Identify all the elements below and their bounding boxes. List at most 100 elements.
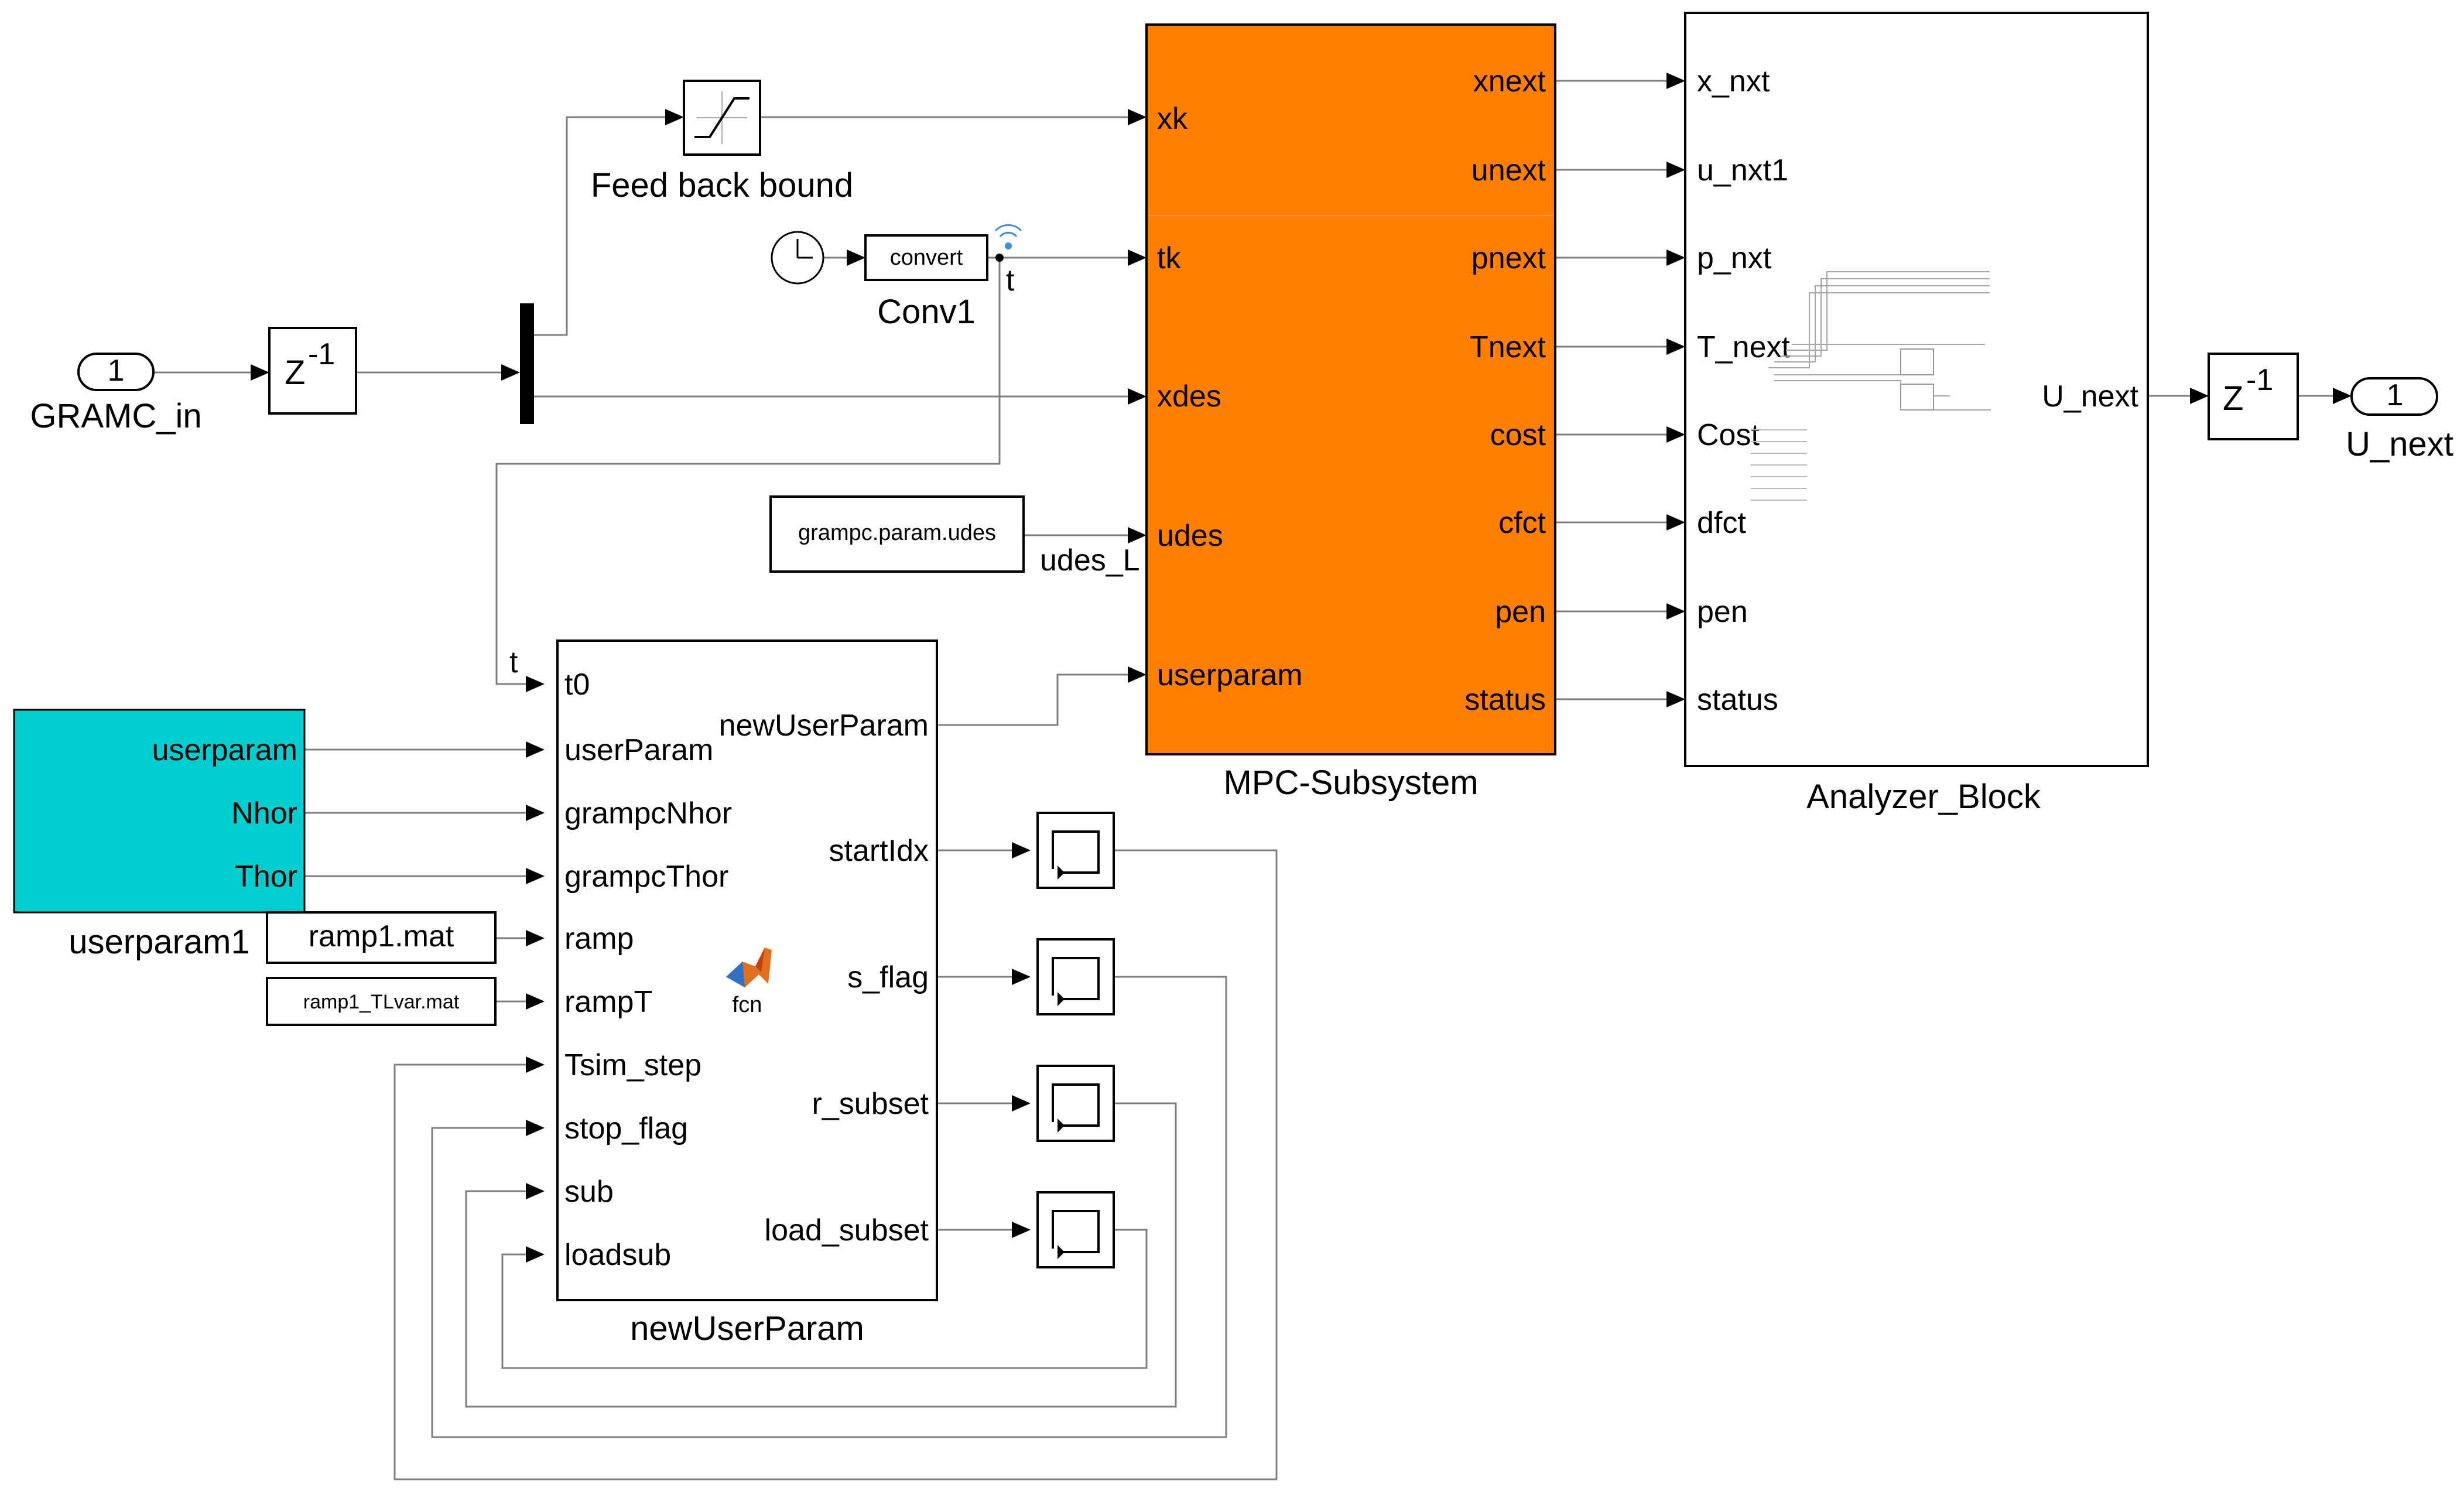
analyzer-internal-preview xyxy=(1751,271,1991,501)
unit-delay-right-box[interactable] xyxy=(2208,353,2299,440)
inport-gramc-in[interactable]: 1 GRAMC_in xyxy=(30,353,202,435)
constant-udes-text: grampc.param.udes xyxy=(798,521,996,545)
wire-feedback-sub[interactable] xyxy=(465,1102,1177,1408)
t0-signal-label: t xyxy=(509,645,518,679)
outport-shape[interactable] xyxy=(2350,377,2438,416)
mpc-in-udes: udes xyxy=(1157,519,1223,553)
unit-delay-right[interactable]: Z -1 xyxy=(2208,353,2299,440)
fcn-in-tsim-step: Tsim_step xyxy=(564,1048,701,1082)
wire-feedback-stopflag[interactable] xyxy=(431,976,1227,1438)
fcn-in-stop-flag: stop_flag xyxy=(564,1112,688,1145)
mpc-subsystem-box[interactable] xyxy=(1145,23,1556,755)
fcn-in-loadsub: loadsub xyxy=(564,1238,671,1272)
unit-delay-left-box[interactable] xyxy=(268,327,357,415)
delay-right-symbol: Z xyxy=(2223,379,2243,418)
fcn-in-userparam: userParam xyxy=(564,733,713,767)
fcn-out-newuserparam: newUserParam xyxy=(719,709,929,743)
memory-box[interactable] xyxy=(1036,938,1115,1015)
memory-block-2[interactable] xyxy=(1036,938,1115,1015)
analyzer-in-pen: pen xyxy=(1697,595,1748,629)
clock-block[interactable] xyxy=(771,231,824,285)
analyzer-in-p-nxt: p_nxt xyxy=(1697,241,1772,275)
delay-symbol: Z xyxy=(285,354,305,392)
analyzer-block[interactable]: x_nxt u_nxt1 p_nxt T_next Cost dfct pen … xyxy=(1684,12,2149,816)
matlab-logo-icon xyxy=(726,948,772,987)
signal-wires xyxy=(153,80,2340,1480)
convert-text: convert xyxy=(890,245,963,270)
mpc-subsystem[interactable]: xk tk xdes udes userparam xnext unext pn… xyxy=(1145,23,1556,802)
mpc-out-pnext: pnext xyxy=(1471,241,1546,275)
analyzer-in-cost: Cost xyxy=(1697,418,1760,452)
unit-delay-left[interactable]: Z -1 xyxy=(268,327,357,415)
analyzer-in-status: status xyxy=(1697,683,1778,717)
mpc-out-cfct: cfct xyxy=(1498,506,1546,540)
saturation-block[interactable]: Feed back bound xyxy=(591,80,853,204)
mpc-out-cost: cost xyxy=(1490,418,1546,452)
userparam-out-nhor: Nhor xyxy=(231,796,297,830)
mpc-in-userparam: userparam xyxy=(1157,658,1303,692)
wire-feedback-tsimstep[interactable] xyxy=(393,849,1278,1480)
memory-box[interactable] xyxy=(1036,1065,1115,1142)
mpc-out-xnext: xnext xyxy=(1473,64,1546,98)
userparam-out-thor: Thor xyxy=(235,860,297,894)
outport-label: U_next xyxy=(2346,425,2453,463)
file-rampt-block[interactable]: ramp1_TLvar.mat xyxy=(266,977,497,1026)
fcn-icon-label: fcn xyxy=(733,993,762,1017)
fcn-block[interactable]: t t0 userParam grampcNhor grampcThor ram… xyxy=(509,640,938,1348)
mpc-in-xdes: xdes xyxy=(1157,379,1221,413)
fcn-out-r-subset: r_subset xyxy=(812,1087,929,1121)
fcn-out-startidx: startIdx xyxy=(829,834,929,868)
memory-icon xyxy=(1052,830,1100,874)
saturation-label: Feed back bound xyxy=(591,166,853,204)
mux-bar[interactable] xyxy=(520,303,534,424)
fcn-in-sub: sub xyxy=(564,1175,614,1209)
outport-number: 1 xyxy=(2387,378,2404,412)
mpc-out-unext: unext xyxy=(1471,153,1546,187)
signal-logging-icon xyxy=(994,224,1022,249)
memory-icon xyxy=(1052,957,1100,1000)
memory-block-4[interactable] xyxy=(1036,1191,1115,1268)
analyzer-in-x-nxt: x_nxt xyxy=(1697,64,1770,98)
fcn-in-grampcnhor: grampcNhor xyxy=(564,796,732,830)
analyzer-in-dfct: dfct xyxy=(1697,506,1746,540)
udes-l-label: udes_L xyxy=(1040,543,1140,577)
constant-udes-box[interactable] xyxy=(769,495,1025,573)
wire-mux-saturation[interactable] xyxy=(534,116,673,336)
inport-shape[interactable] xyxy=(77,353,155,391)
delay-exponent: -1 xyxy=(308,337,335,371)
wire-newuserparam-userparam[interactable] xyxy=(937,673,1136,726)
memory-box[interactable] xyxy=(1036,1191,1115,1268)
mpc-out-pen: pen xyxy=(1495,595,1546,629)
memory-block-1[interactable] xyxy=(1036,812,1115,889)
constant-udes-block[interactable]: grampc.param.udes xyxy=(769,495,1025,573)
fcn-in-rampt: rampT xyxy=(564,985,652,1019)
mpc-in-xk: xk xyxy=(1157,102,1188,136)
analyzer-out-u-next: U_next xyxy=(2042,379,2138,413)
t-signal-label: t xyxy=(1006,264,1015,297)
userparam-block-box[interactable] xyxy=(13,709,306,914)
convert-box[interactable] xyxy=(864,234,988,281)
file-ramp-box[interactable] xyxy=(266,911,497,964)
userparam-block[interactable]: userparam Nhor Thor userparam1 xyxy=(13,709,306,961)
branch-point xyxy=(995,254,1004,262)
outport-u-next[interactable]: 1 U_next xyxy=(2346,377,2453,463)
wire-feedback-loadsub[interactable] xyxy=(501,1229,1148,1369)
file-ramp-text: ramp1.mat xyxy=(309,919,454,953)
wire-t-t0[interactable] xyxy=(495,258,1001,685)
file-ramp-block[interactable]: ramp1.mat xyxy=(266,911,497,964)
memory-icon xyxy=(1052,1083,1100,1127)
fcn-in-ramp: ramp xyxy=(564,922,634,956)
memory-box[interactable] xyxy=(1036,812,1115,889)
userparam-block-label: userparam1 xyxy=(69,923,249,961)
fcn-in-t0: t0 xyxy=(564,668,590,702)
mpc-subsystem-label: MPC-Subsystem xyxy=(1223,764,1478,802)
fcn-out-s-flag: s_flag xyxy=(847,960,929,994)
mpc-in-tk: tk xyxy=(1157,241,1181,275)
file-rampt-text: ramp1_TLvar.mat xyxy=(303,991,460,1013)
convert-block[interactable]: convert Conv1 xyxy=(864,234,988,331)
file-rampt-box[interactable] xyxy=(266,977,497,1026)
analyzer-block-label: Analyzer_Block xyxy=(1806,778,2041,816)
memory-block-3[interactable] xyxy=(1036,1065,1115,1142)
fcn-block-label: newUserParam xyxy=(630,1309,864,1348)
